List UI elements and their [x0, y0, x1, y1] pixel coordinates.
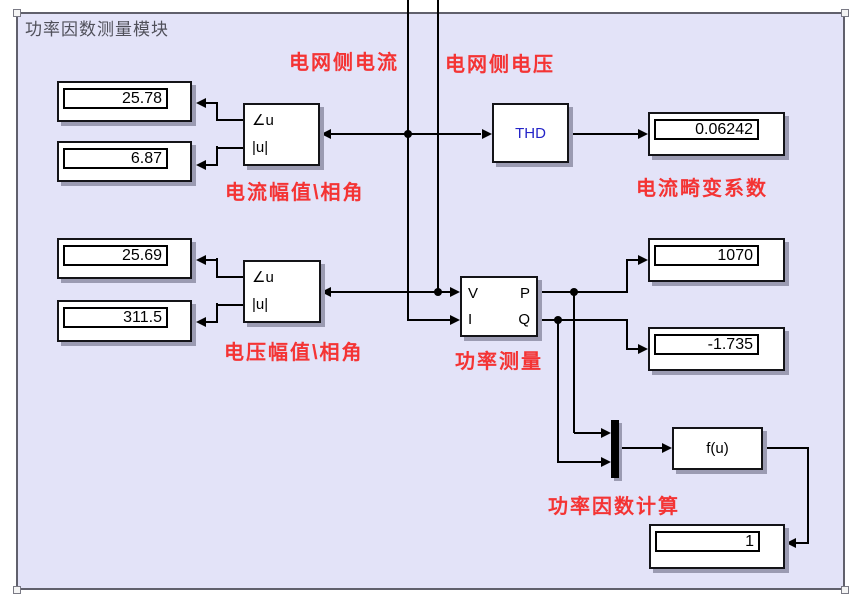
wire-grid-voltage[interactable]	[437, 0, 439, 293]
display-value: -1.735	[654, 334, 759, 355]
block-voltage-complex-to-mag-angle[interactable]: ∠u |u|	[243, 260, 321, 323]
wire-p-out[interactable]	[538, 291, 628, 293]
wire-q-out[interactable]	[538, 319, 628, 321]
wire-current-angle[interactable]	[217, 119, 243, 121]
wire-voltage-angle[interactable]	[216, 258, 218, 278]
arrowhead	[601, 457, 611, 467]
display-value: 25.69	[63, 245, 168, 266]
wire-voltage-mag[interactable]	[216, 303, 218, 323]
wire-thd-out[interactable]	[569, 133, 639, 135]
port-label-mag: |u|	[252, 139, 269, 156]
display-active-power[interactable]: 1070	[648, 238, 785, 282]
wire-grid-current[interactable]	[407, 0, 409, 321]
wire-voltage-mag[interactable]	[217, 304, 243, 306]
resize-handle-bottom-left[interactable]	[13, 586, 21, 594]
wire-q-to-mux[interactable]	[558, 461, 602, 463]
block-thd[interactable]: THD	[492, 103, 569, 163]
display-voltage-mag[interactable]: 311.5	[57, 300, 192, 342]
annotation-grid-current[interactable]: 电网侧电流	[289, 52, 399, 74]
resize-handle-bottom-right[interactable]	[841, 586, 849, 594]
arrowhead	[601, 428, 611, 438]
display-current-angle[interactable]: 25.78	[57, 81, 192, 122]
arrowhead	[196, 160, 206, 170]
arrowhead	[196, 317, 206, 327]
annotation-voltage-mag-phase[interactable]: 电压幅值\相角	[224, 342, 364, 364]
display-value: 25.78	[63, 88, 168, 109]
arrowhead	[662, 443, 672, 453]
arrowhead	[321, 287, 331, 297]
wire-p-to-mux[interactable]	[573, 291, 575, 433]
wire-current-mag[interactable]	[217, 147, 243, 149]
display-value: 311.5	[63, 307, 168, 328]
wire-q-out[interactable]	[626, 319, 628, 350]
fcn-label: f(u)	[706, 440, 729, 457]
block-current-complex-to-mag-angle[interactable]: ∠u |u|	[243, 103, 320, 166]
arrowhead	[638, 344, 648, 354]
display-value: 1	[655, 531, 760, 552]
wire-current-angle[interactable]	[205, 102, 217, 104]
arrowhead	[321, 129, 331, 139]
wire-voltage-mag[interactable]	[205, 321, 217, 323]
wire-current-angle[interactable]	[216, 102, 218, 121]
port-label-p: P	[519, 285, 530, 302]
arrowhead	[786, 538, 796, 548]
display-reactive-power[interactable]: -1.735	[648, 327, 785, 371]
wire-p-out[interactable]	[626, 259, 628, 293]
port-label-v: V	[468, 285, 479, 302]
block-power-measurement[interactable]: V I P Q	[460, 276, 538, 337]
arrowhead	[450, 287, 460, 297]
wire-q-out[interactable]	[628, 348, 639, 350]
display-power-factor[interactable]: 1	[649, 524, 785, 569]
wire-fcn-out[interactable]	[765, 447, 809, 449]
wire-current-mag[interactable]	[216, 146, 218, 166]
port-label-mag: |u|	[252, 296, 269, 313]
block-fcn[interactable]: f(u)	[672, 427, 763, 470]
annotation-power-factor-calc[interactable]: 功率因数计算	[548, 496, 680, 518]
wire-fcn-out[interactable]	[807, 447, 809, 544]
port-label-q: Q	[518, 311, 530, 328]
wire-voltage-angle[interactable]	[205, 259, 217, 261]
annotation-grid-voltage[interactable]: 电网侧电压	[445, 54, 555, 76]
resize-handle-top-right[interactable]	[841, 9, 849, 17]
wire-junction-dot	[434, 288, 442, 296]
wire-junction-dot	[554, 316, 562, 324]
arrowhead	[196, 98, 206, 108]
resize-handle-top-left[interactable]	[13, 9, 21, 17]
annotation-current-mag-phase[interactable]: 电流幅值\相角	[225, 182, 365, 204]
arrowhead	[482, 129, 492, 139]
wire-p-to-mux[interactable]	[574, 432, 602, 434]
port-label-i: I	[468, 311, 473, 328]
port-label-angle: ∠u	[252, 269, 274, 286]
annotation-current-distortion[interactable]: 电流畸变系数	[636, 178, 768, 200]
arrowhead	[638, 129, 648, 139]
display-value: 1070	[654, 245, 759, 266]
display-thd-value[interactable]: 0.06242	[648, 112, 785, 156]
wire-voltage-angle[interactable]	[217, 276, 243, 278]
display-voltage-angle[interactable]: 25.69	[57, 238, 192, 279]
wire-junction-dot	[570, 288, 578, 296]
wire-fcn-out[interactable]	[796, 542, 809, 544]
wire-q-to-mux[interactable]	[557, 319, 559, 463]
wire-current-to-i[interactable]	[408, 319, 451, 321]
display-value: 0.06242	[654, 119, 759, 140]
arrowhead	[450, 315, 460, 325]
wire-mux-out[interactable]	[619, 447, 663, 449]
display-current-mag[interactable]: 6.87	[57, 141, 192, 182]
area-title: 功率因数测量模块	[25, 20, 169, 39]
thd-label: THD	[515, 124, 546, 142]
annotation-power-measurement[interactable]: 功率测量	[455, 351, 543, 373]
mux-block[interactable]	[611, 420, 619, 478]
wire-current-mag[interactable]	[205, 164, 217, 166]
arrowhead	[638, 255, 648, 265]
wire-junction-dot	[404, 130, 412, 138]
port-label-angle: ∠u	[252, 112, 274, 129]
wire-p-out[interactable]	[628, 259, 639, 261]
display-value: 6.87	[63, 148, 168, 169]
arrowhead	[196, 255, 206, 265]
wire-voltage-branch[interactable]	[330, 291, 451, 293]
